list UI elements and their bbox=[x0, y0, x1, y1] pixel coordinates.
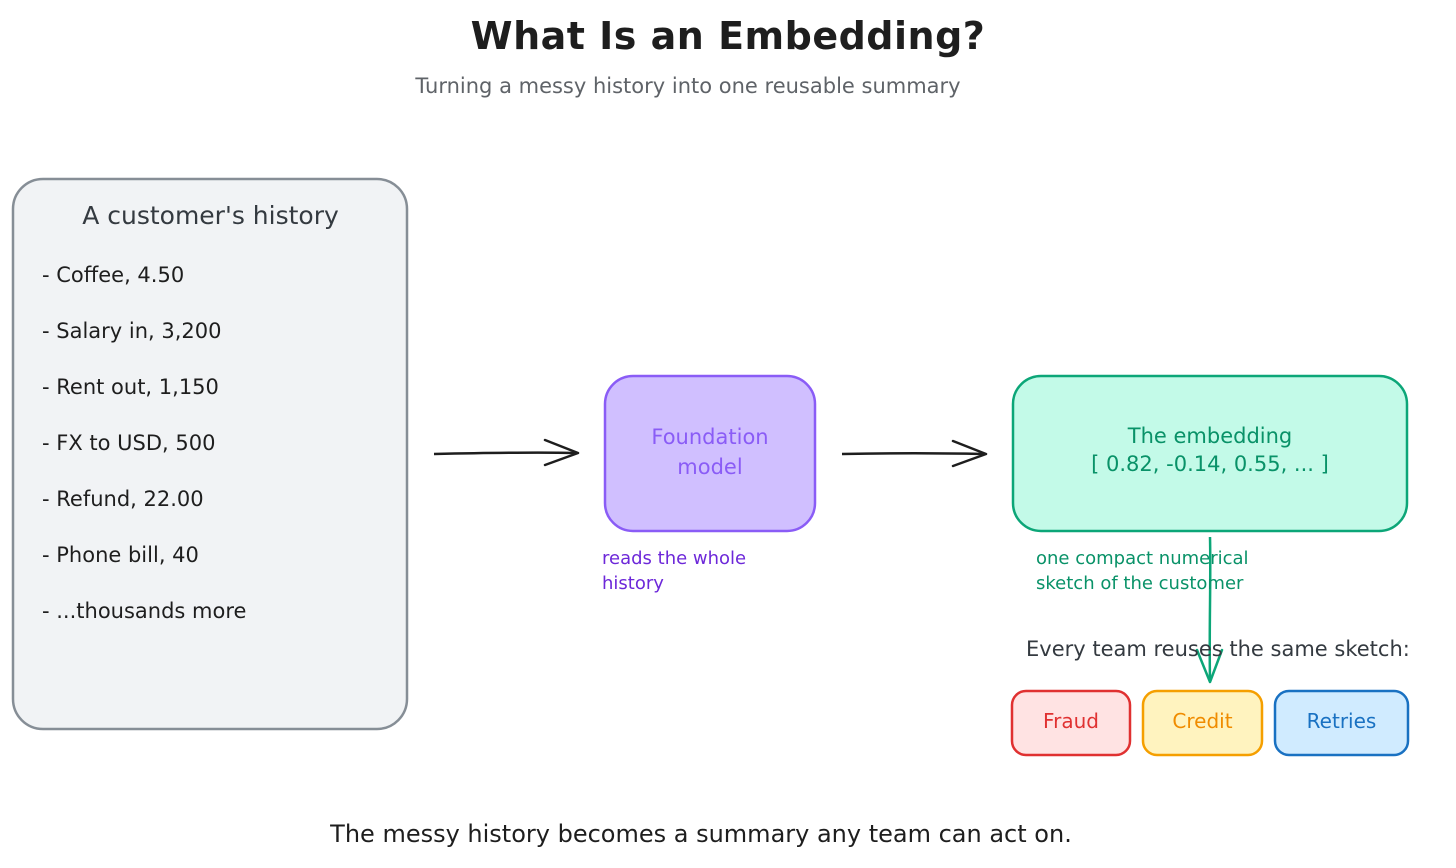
arrow-history-to-model bbox=[433, 451, 576, 456]
foundation-model-label: Foundation model bbox=[651, 425, 769, 479]
foundation-model-note: reads the whole history bbox=[602, 548, 747, 594]
embedding-vector: [ 0.82, -0.14, 0.55, ... ] bbox=[1091, 452, 1329, 476]
history-item: - Rent out, 1,150 bbox=[42, 375, 219, 399]
diagram-subtitle: Turning a messy history into one reusabl… bbox=[415, 74, 961, 98]
team-credit-box bbox=[1141, 689, 1264, 757]
arrow-head-history-to-model bbox=[543, 438, 580, 467]
reuse-caption: Every team reuses the same sketch: bbox=[1026, 637, 1410, 661]
team-retries-label: Retries bbox=[1306, 709, 1377, 733]
history-item: - Phone bill, 40 bbox=[42, 543, 199, 567]
history-box bbox=[11, 177, 409, 731]
embedding-title: The embedding bbox=[1127, 424, 1293, 448]
embedding-box bbox=[1011, 374, 1409, 533]
embedding-note: one compact numerical sketch of the cust… bbox=[1036, 548, 1249, 594]
history-title: A customer's history bbox=[82, 201, 339, 230]
footer-caption: The messy history becomes a summary any … bbox=[330, 820, 1072, 848]
foundation-model-box bbox=[603, 374, 817, 533]
arrow-model-to-embedding bbox=[841, 452, 984, 456]
history-list: - Coffee, 4.50 - Salary in, 3,200 - Rent… bbox=[42, 258, 246, 650]
history-item: - ...thousands more bbox=[42, 599, 247, 623]
diagram-title: What Is an Embedding? bbox=[470, 14, 986, 58]
history-item: - Refund, 22.00 bbox=[42, 487, 204, 511]
arrow-head-embedding-to-teams bbox=[1195, 648, 1224, 684]
arrow-embedding-to-teams bbox=[1208, 536, 1212, 681]
history-item: - Coffee, 4.50 bbox=[42, 263, 185, 287]
team-fraud-box bbox=[1010, 689, 1132, 757]
history-item: - FX to USD, 500 bbox=[42, 431, 216, 455]
team-retries-box bbox=[1273, 689, 1410, 757]
arrow-head-model-to-embedding bbox=[951, 439, 988, 468]
team-fraud-label: Fraud bbox=[1043, 709, 1099, 733]
team-credit-label: Credit bbox=[1172, 709, 1233, 733]
history-item: - Salary in, 3,200 bbox=[42, 319, 222, 343]
